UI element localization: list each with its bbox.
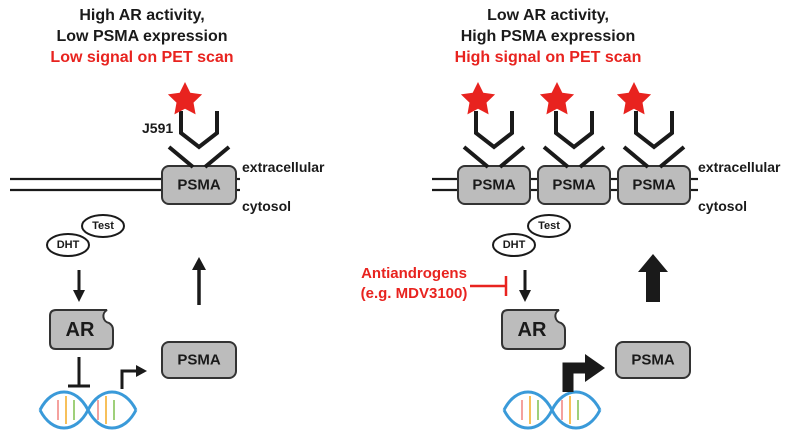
- left-ar-box: [49, 309, 115, 350]
- right-antibody-icon-1: [462, 109, 526, 169]
- right-radiotracer-star-icon-2: [539, 82, 575, 115]
- left-extracellular-label: extracellular: [242, 159, 325, 175]
- right-membrane-psma-box-1: [457, 165, 531, 205]
- right-membrane-psma-box-3: [617, 165, 691, 205]
- left-header-line2: Low PSMA expression: [57, 28, 228, 45]
- right-membrane-psma-label-3: PSMA: [632, 177, 676, 194]
- left-psma-product-box: [161, 341, 237, 379]
- right-transcription-arrow: [562, 354, 605, 392]
- left-transcription-arrow: [120, 365, 147, 389]
- left-dht-to-ar-arrow: [73, 270, 85, 302]
- right-trafficking-arrow: [638, 254, 668, 302]
- right-membrane-psma-box-2: [537, 165, 611, 205]
- antiandrogens-example-label: (e.g. MDV3100): [361, 285, 468, 302]
- left-signal-label: Low signal on PET scan: [50, 49, 233, 66]
- right-membrane: [432, 177, 698, 192]
- right-header-line2: High PSMA expression: [461, 28, 636, 45]
- right-antibody-icon-3: [622, 109, 686, 169]
- left-antibody-icon: [167, 109, 231, 169]
- right-panel: Low AR activity, High PSMA expression Hi…: [361, 7, 781, 430]
- left-radiotracer-star-icon: [167, 82, 203, 115]
- left-ar-label: AR: [66, 319, 95, 341]
- left-membrane-psma-label: PSMA: [177, 177, 221, 194]
- right-cytosol-label: cytosol: [698, 198, 747, 214]
- right-test-oval: [527, 214, 571, 238]
- antiandrogens-label: Antiandrogens: [361, 265, 467, 282]
- right-dht-oval: [492, 233, 536, 257]
- left-header-line1: High AR activity,: [79, 7, 204, 24]
- right-extracellular-label: extracellular: [698, 159, 781, 175]
- left-dht-oval: [46, 233, 90, 257]
- right-signal-label: High signal on PET scan: [455, 49, 642, 66]
- right-psma-product-box: [615, 341, 691, 379]
- right-ar-label: AR: [518, 319, 547, 341]
- right-dna-icon: [502, 390, 602, 430]
- right-membrane-psma-label-1: PSMA: [472, 177, 516, 194]
- right-header-line1: Low AR activity,: [487, 7, 609, 24]
- left-trafficking-arrow: [192, 257, 206, 305]
- left-dna-icon: [38, 390, 138, 430]
- right-membrane-psma-label-2: PSMA: [552, 177, 596, 194]
- left-psma-product-label: PSMA: [177, 352, 221, 369]
- right-psma-product-label: PSMA: [631, 352, 675, 369]
- right-dht-label: DHT: [503, 239, 526, 251]
- antiandrogen-inhibition-bar: [470, 276, 508, 296]
- left-panel: High AR activity, Low PSMA expression Lo…: [10, 7, 325, 430]
- left-membrane-psma-box: [161, 165, 237, 205]
- right-radiotracer-star-icon-3: [616, 82, 652, 115]
- left-test-oval: [81, 214, 125, 238]
- right-ar-box: [501, 309, 567, 350]
- left-ar-inhibition-bar: [68, 357, 90, 388]
- right-dht-to-ar-arrow: [519, 270, 531, 302]
- left-test-label: Test: [92, 220, 114, 232]
- right-test-label: Test: [538, 220, 560, 232]
- right-antibody-icon-2: [542, 109, 606, 169]
- left-dht-label: DHT: [57, 239, 80, 251]
- left-j591-label: J591: [142, 120, 173, 136]
- left-cytosol-label: cytosol: [242, 198, 291, 214]
- right-radiotracer-star-icon-1: [460, 82, 496, 115]
